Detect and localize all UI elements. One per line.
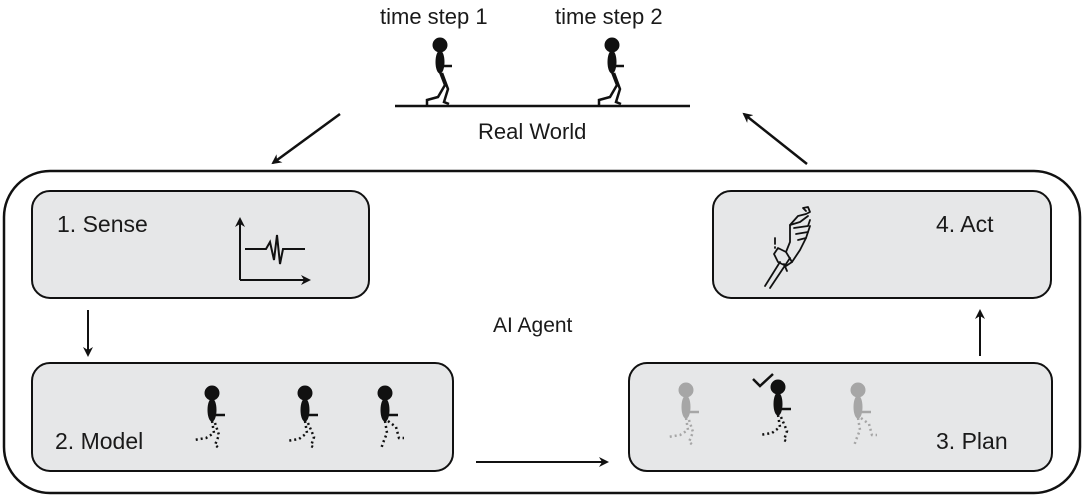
sense-box bbox=[31, 190, 370, 299]
arrow-agent-to-world bbox=[742, 112, 808, 165]
time-step-2-label: time step 2 bbox=[555, 4, 663, 29]
sense-label: 1. Sense bbox=[57, 211, 148, 237]
plan-box bbox=[628, 362, 1053, 472]
hand-pressing-icon bbox=[764, 206, 811, 289]
time-step-1-label: time step 1 bbox=[380, 4, 488, 29]
real-world-label: Real World bbox=[478, 119, 587, 144]
checkmark-icon bbox=[752, 373, 774, 388]
arrow-world-to-agent bbox=[271, 112, 341, 165]
plan-label: 3. Plan bbox=[936, 428, 1008, 454]
signal-graph-icon bbox=[235, 217, 311, 285]
model-box bbox=[31, 362, 454, 472]
model-label: 2. Model bbox=[55, 428, 144, 454]
act-box bbox=[712, 190, 1052, 299]
act-label: 4. Act bbox=[936, 211, 994, 237]
ai-agent-container bbox=[2, 169, 1082, 495]
walker-time-step-1-icon bbox=[425, 36, 454, 107]
ai-agent-label: AI Agent bbox=[493, 314, 573, 337]
walker-time-step-2-icon bbox=[597, 36, 626, 107]
